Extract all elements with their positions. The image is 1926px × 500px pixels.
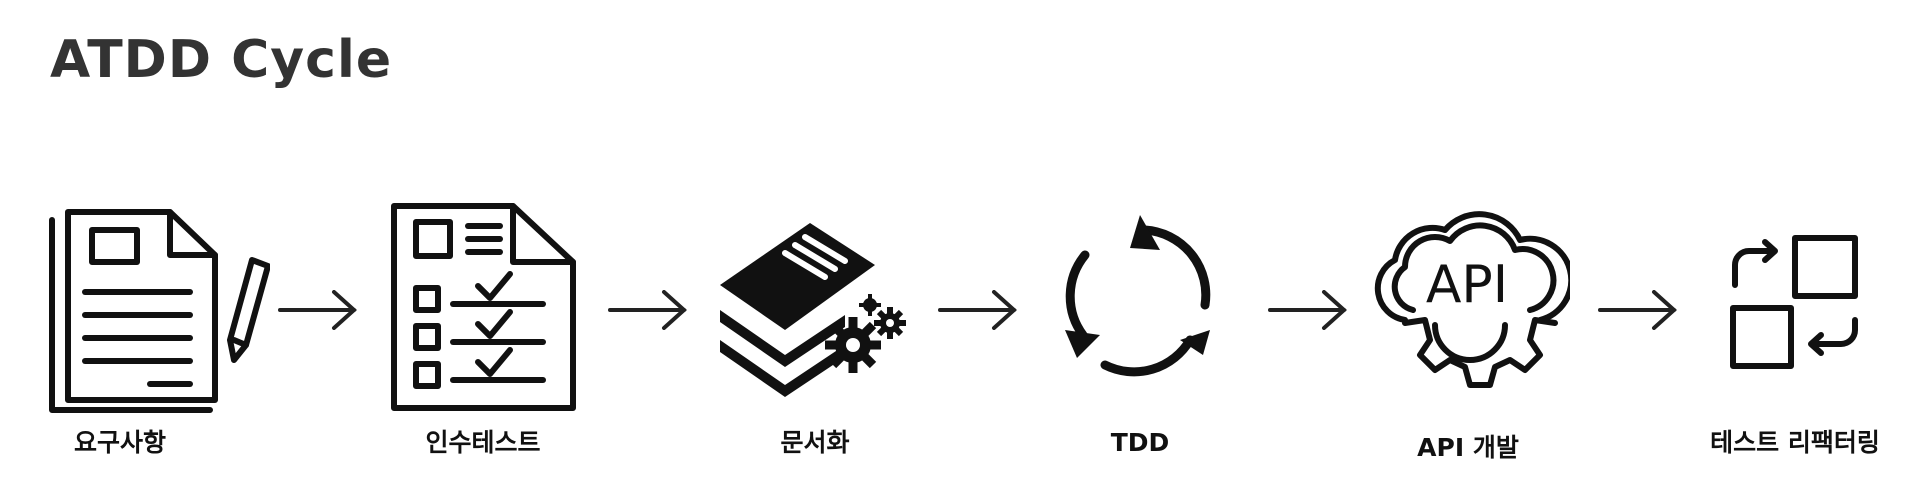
svg-text:API: API: [1426, 255, 1508, 315]
step-requirements: [40, 200, 300, 420]
arrow-right-icon: [608, 290, 687, 330]
step-tdd: [1055, 210, 1315, 385]
step-acceptance-test: [388, 200, 648, 415]
step-label-tdd: TDD: [1110, 428, 1170, 457]
step-label-acceptance-test: 인수테스트: [425, 428, 541, 457]
arrow-right-icon: [1598, 290, 1677, 330]
arrow-right-icon: [1268, 290, 1347, 330]
cycle-arrows-icon: [1065, 215, 1211, 377]
documentation-stack-gears-icon: [720, 223, 906, 397]
step-label-test-refactoring: 테스트 리팩터링: [1710, 428, 1880, 457]
api-cloud-gear-icon: API: [1374, 211, 1570, 388]
diagram-title: ATDD Cycle: [50, 30, 393, 90]
requirements-document-pen-icon: [49, 209, 270, 413]
step-api-development: API: [1365, 205, 1625, 405]
refactoring-swap-icon: [1730, 235, 1858, 369]
step-documentation: [715, 215, 975, 410]
step-label-api-development: API 개발: [1417, 433, 1519, 462]
arrow-right-icon: [278, 290, 357, 330]
step-test-refactoring: [1725, 230, 1926, 375]
acceptance-test-checklist-icon: [391, 203, 576, 411]
arrow-right-icon: [938, 290, 1017, 330]
step-label-requirements: 요구사항: [73, 428, 166, 457]
step-label-documentation: 문서화: [780, 428, 850, 457]
